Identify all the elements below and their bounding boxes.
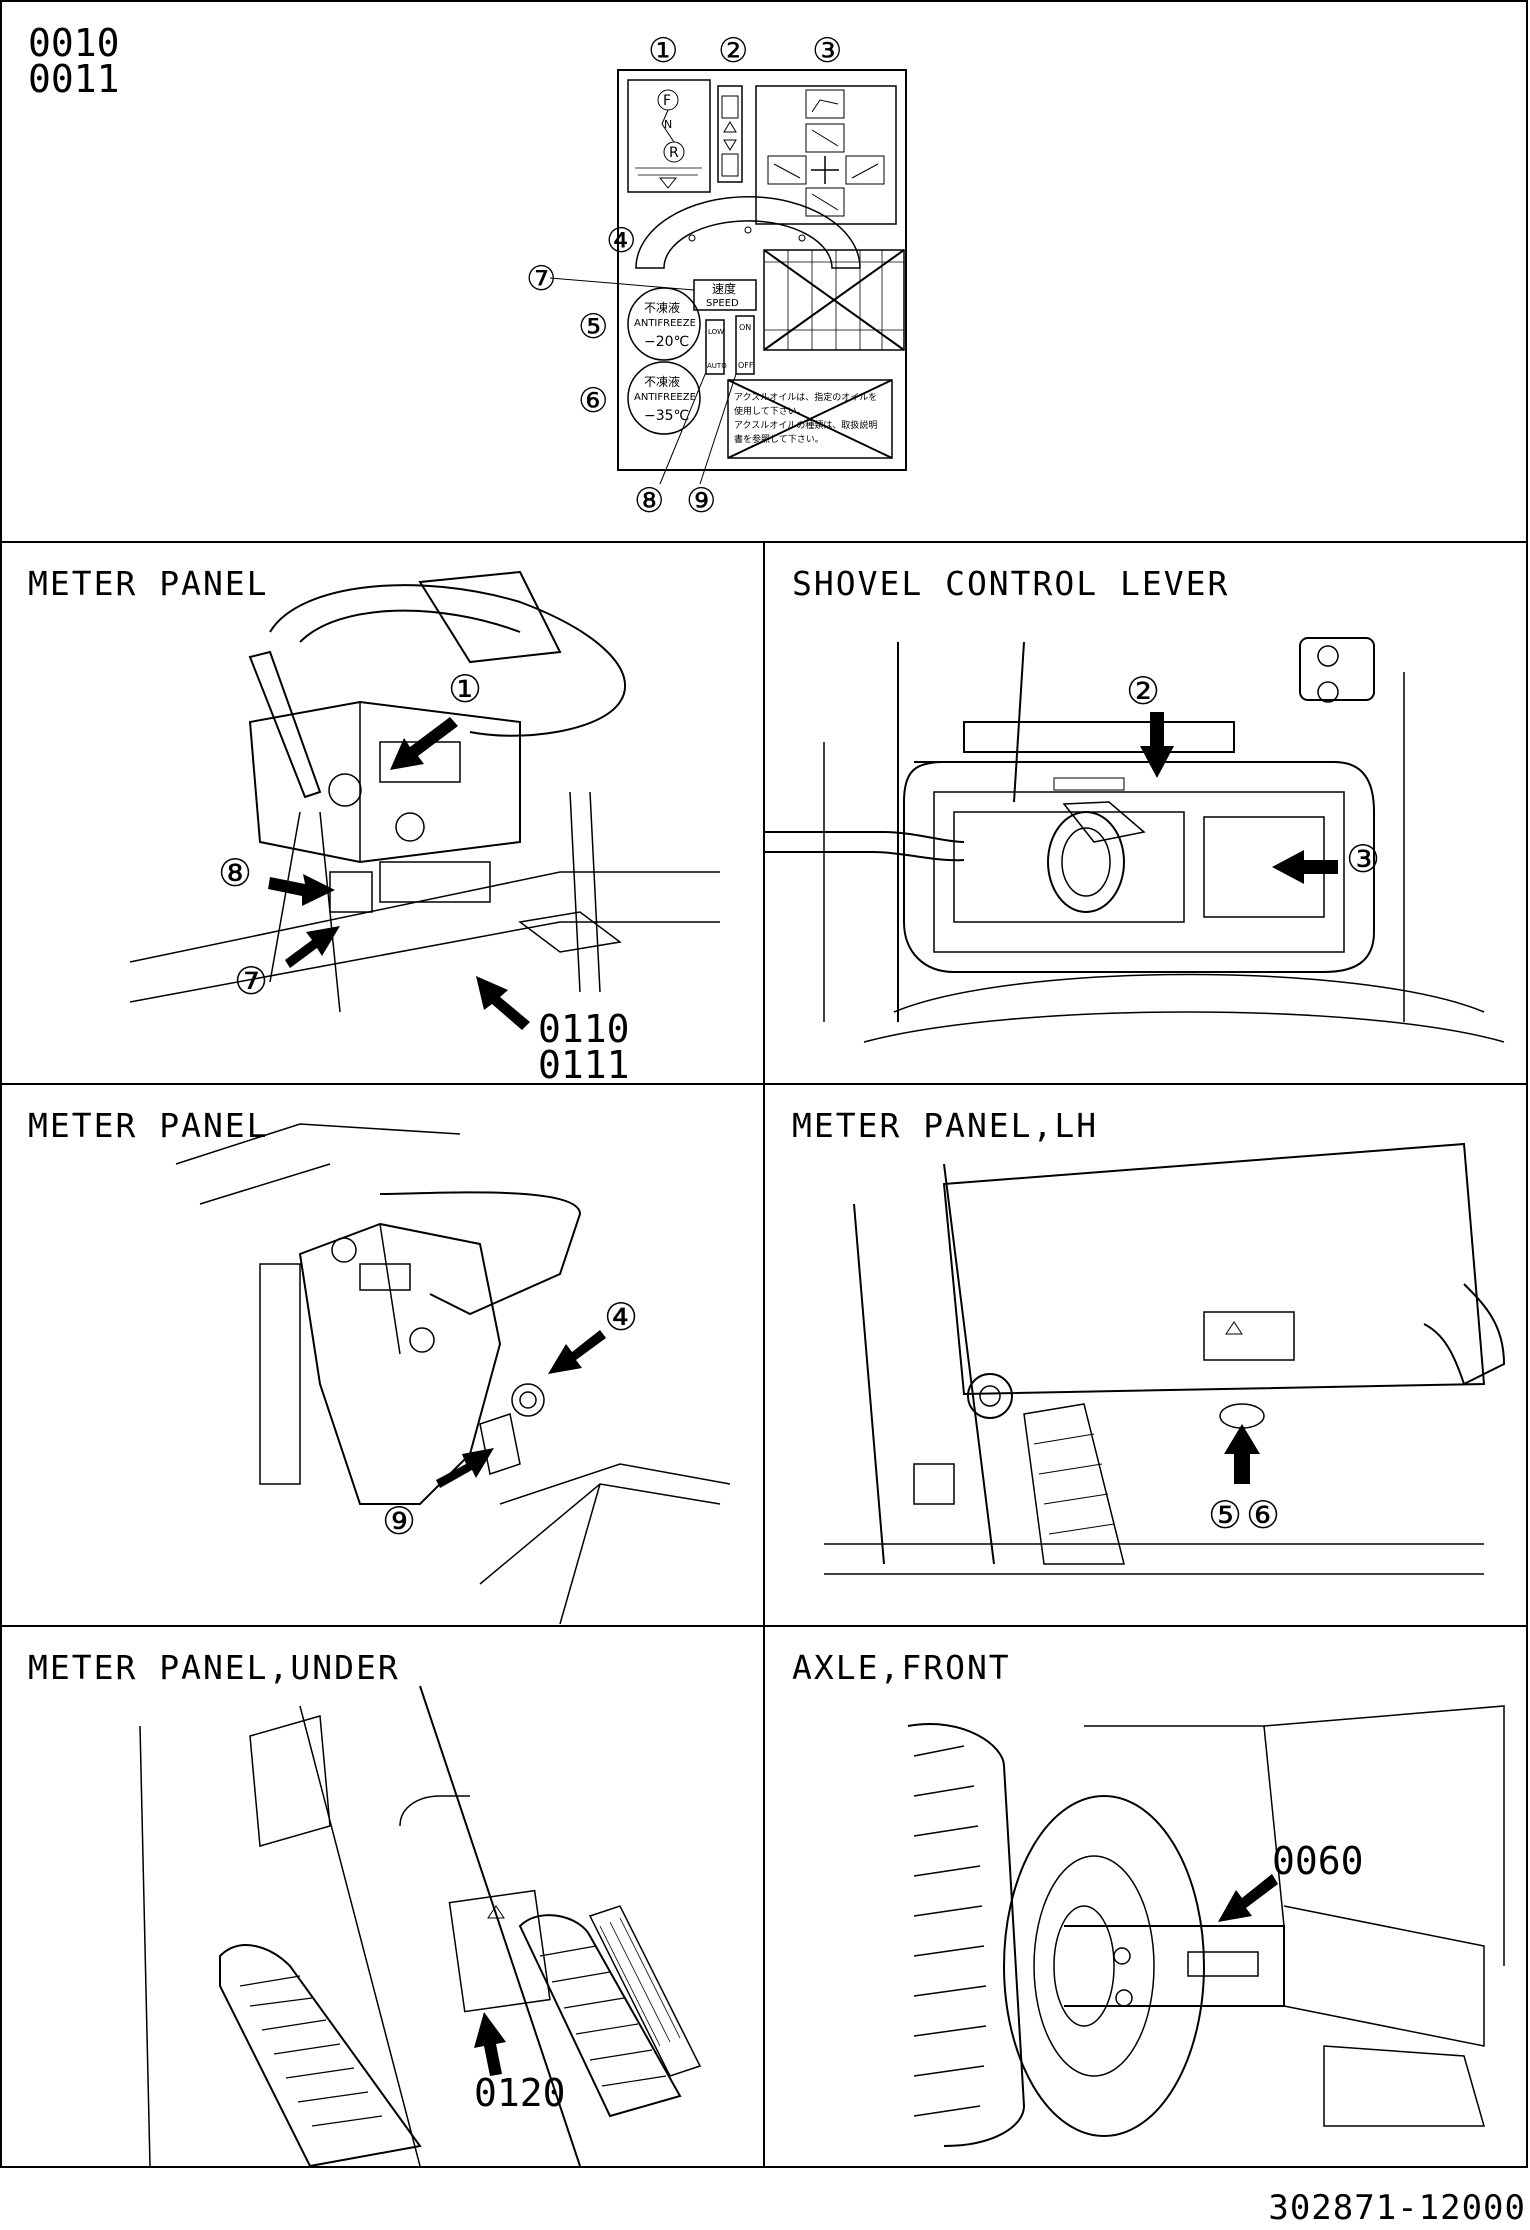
panel-meter-panel-1: METER PANEL ① ⑧ ⑦ 0110 0111 (0, 542, 764, 1084)
decal-lever-pattern (755, 85, 897, 225)
callout-3-top: ③ (812, 31, 842, 71)
callout-4-sheet: ④ (606, 221, 636, 261)
panel-axle-front: AXLE,FRONT 0060 (764, 1626, 1530, 2167)
decal-on: ON (739, 323, 751, 332)
part-number-0111: 0111 (538, 1043, 630, 1087)
decal-fnr-f: F (663, 93, 671, 109)
callout-4: ④ (604, 1295, 639, 1339)
callout-2-top: ② (718, 31, 748, 71)
decal-antifreeze-20-jp: 不凍液 (644, 300, 680, 315)
callout-9-sheet: ⑨ (686, 481, 716, 521)
document-number: 302871-12000 (1268, 2188, 1526, 2228)
panel-shovel-control-lever: SHOVEL CONTROL LEVER ② ③ (764, 542, 1530, 1084)
decal-speed (693, 279, 757, 311)
panel-meter-panel-lh: METER PANEL,LH ⑤ ⑥ (764, 1084, 1530, 1626)
part-number-0120: 0120 (474, 2071, 566, 2115)
decal-notice-line-3: アクスルオイルの種類は、取扱説明 (734, 419, 877, 431)
callout-7-sheet: ⑦ (526, 259, 556, 299)
decal-axle-oil-notice (727, 379, 893, 459)
part-number-0060: 0060 (1272, 1839, 1364, 1883)
decal-antifreeze-35-en: ANTIFREEZE (634, 392, 696, 403)
axle-front-drawing (907, 1705, 1505, 2147)
decal-antifreeze-20 (627, 287, 701, 361)
decal-fnr-n: N (664, 118, 672, 131)
callout-8-sheet: ⑧ (634, 481, 664, 521)
panel-title-meter-panel-lh: METER PANEL,LH (792, 1106, 1099, 1145)
shovel-control-lever-drawing (764, 637, 1505, 1043)
callout-1-top: ① (648, 31, 678, 71)
decal-sheet-outline (617, 69, 907, 471)
panel-meter-panel-2: METER PANEL ④ ⑨ (0, 1084, 764, 1626)
decal-low: LOW (708, 328, 724, 336)
callout-2: ② (1126, 669, 1161, 713)
meter-panel-1-drawing (129, 570, 720, 1030)
panel-title-meter-panel-2: METER PANEL (28, 1106, 269, 1145)
decal-auto: AUTO (707, 362, 727, 370)
part-number-0010: 0010 (28, 21, 120, 65)
panel-title-meter-panel-under: METER PANEL,UNDER (28, 1648, 400, 1687)
decal-sheet-drawing: ① ② ③ F N R (526, 31, 907, 521)
panel-title-shovel-control-lever: SHOVEL CONTROL LEVER (792, 564, 1230, 603)
callout-1: ① (448, 667, 483, 711)
meter-panel-under-drawing (139, 1685, 702, 2167)
part-number-0011: 0011 (28, 57, 120, 101)
decal-antifreeze-35 (627, 361, 701, 435)
decal-sheet-panel: 0010 0011 ① ② ③ F N R (0, 0, 1530, 542)
panel-title-meter-panel-1: METER PANEL (28, 564, 269, 603)
callout-5-sheet: ⑤ (578, 307, 608, 347)
decal-notice-line-4: 書を参照して下さい。 (734, 433, 824, 445)
meter-panel-lh-drawing (824, 1142, 1506, 1575)
decal-fnr (627, 79, 711, 193)
decal-crossed-table (763, 249, 905, 351)
panel-title-axle-front: AXLE,FRONT (792, 1648, 1011, 1687)
callout-9: ⑨ (382, 1499, 417, 1543)
decal-fnr-r: R (669, 145, 679, 161)
decal-antifreeze-35-temp: −35℃ (644, 408, 689, 424)
decal-off: OFF (738, 361, 754, 370)
axle-decal-0060 (1187, 1951, 1259, 1977)
decal-low-auto (705, 319, 725, 375)
decal-speed-en: SPEED (706, 298, 739, 309)
callout-7: ⑦ (234, 959, 269, 1003)
decal-speed-jp: 速度 (712, 281, 736, 296)
callout-8: ⑧ (218, 851, 253, 895)
decal-antifreeze-20-temp: −20℃ (644, 334, 689, 350)
panel-meter-panel-under: METER PANEL,UNDER 0120 (0, 1626, 764, 2167)
callout-5: ⑤ (1208, 1493, 1243, 1537)
callout-3: ③ (1346, 837, 1381, 881)
decal-on-off (735, 315, 755, 375)
meter-panel-2-drawing (175, 1123, 731, 1625)
callout-6: ⑥ (1246, 1493, 1281, 1537)
decal-updown (717, 85, 743, 183)
decal-antifreeze-35-jp: 不凍液 (644, 374, 680, 389)
decal-antifreeze-20-en: ANTIFREEZE (634, 318, 696, 329)
part-number-0110: 0110 (538, 1007, 630, 1051)
callout-6-sheet: ⑥ (578, 381, 608, 421)
decal-dial-arc (635, 195, 861, 269)
